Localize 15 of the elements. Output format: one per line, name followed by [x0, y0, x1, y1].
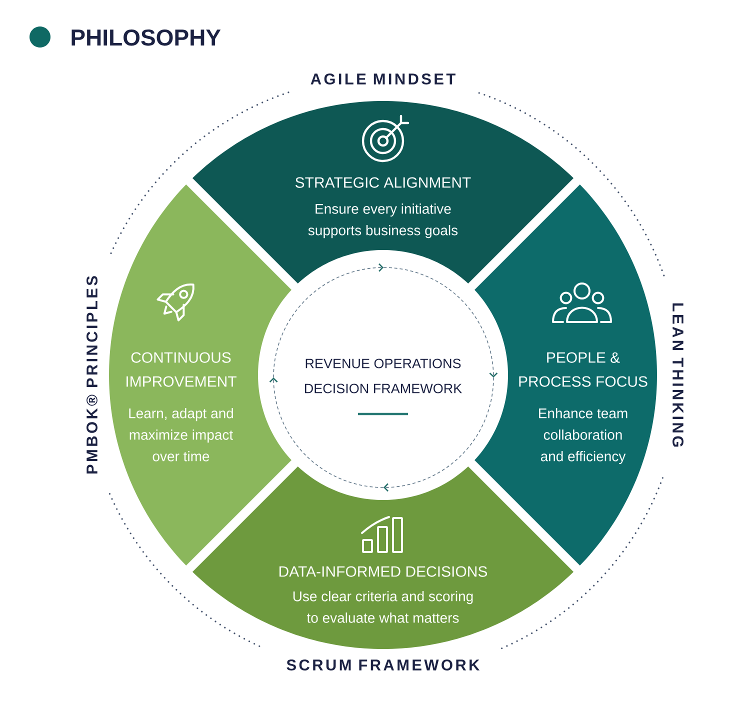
segment-title: DATA-INFORMED DECISIONS	[280, 566, 488, 577]
segment-title: PEOPLE & PROCESS FOCUS	[519, 352, 648, 387]
ring-label: AGILE MINDSET	[310, 74, 456, 84]
ring-segment	[474, 184, 657, 566]
title: PHILOSOPHY	[72, 29, 221, 46]
segment-text: Ensure every initiative supports business goals	[308, 204, 458, 238]
ring-segment	[192, 101, 574, 284]
ring-label: LEAN THINKING	[672, 303, 684, 447]
segment-text: Enhance team collaboration and efficiency	[539, 408, 628, 464]
segment-text: Learn, adapt and maximize impact over time	[129, 408, 233, 462]
segment-title: STRATEGIC ALIGNMENT	[295, 177, 471, 188]
segment-title: CONTINUOUS IMPROVEMENT	[126, 352, 236, 387]
ring-segment	[109, 184, 292, 566]
ring-segment	[192, 466, 574, 649]
segment-text: Use clear criteria and scoring to evaluate what matters	[293, 591, 473, 623]
